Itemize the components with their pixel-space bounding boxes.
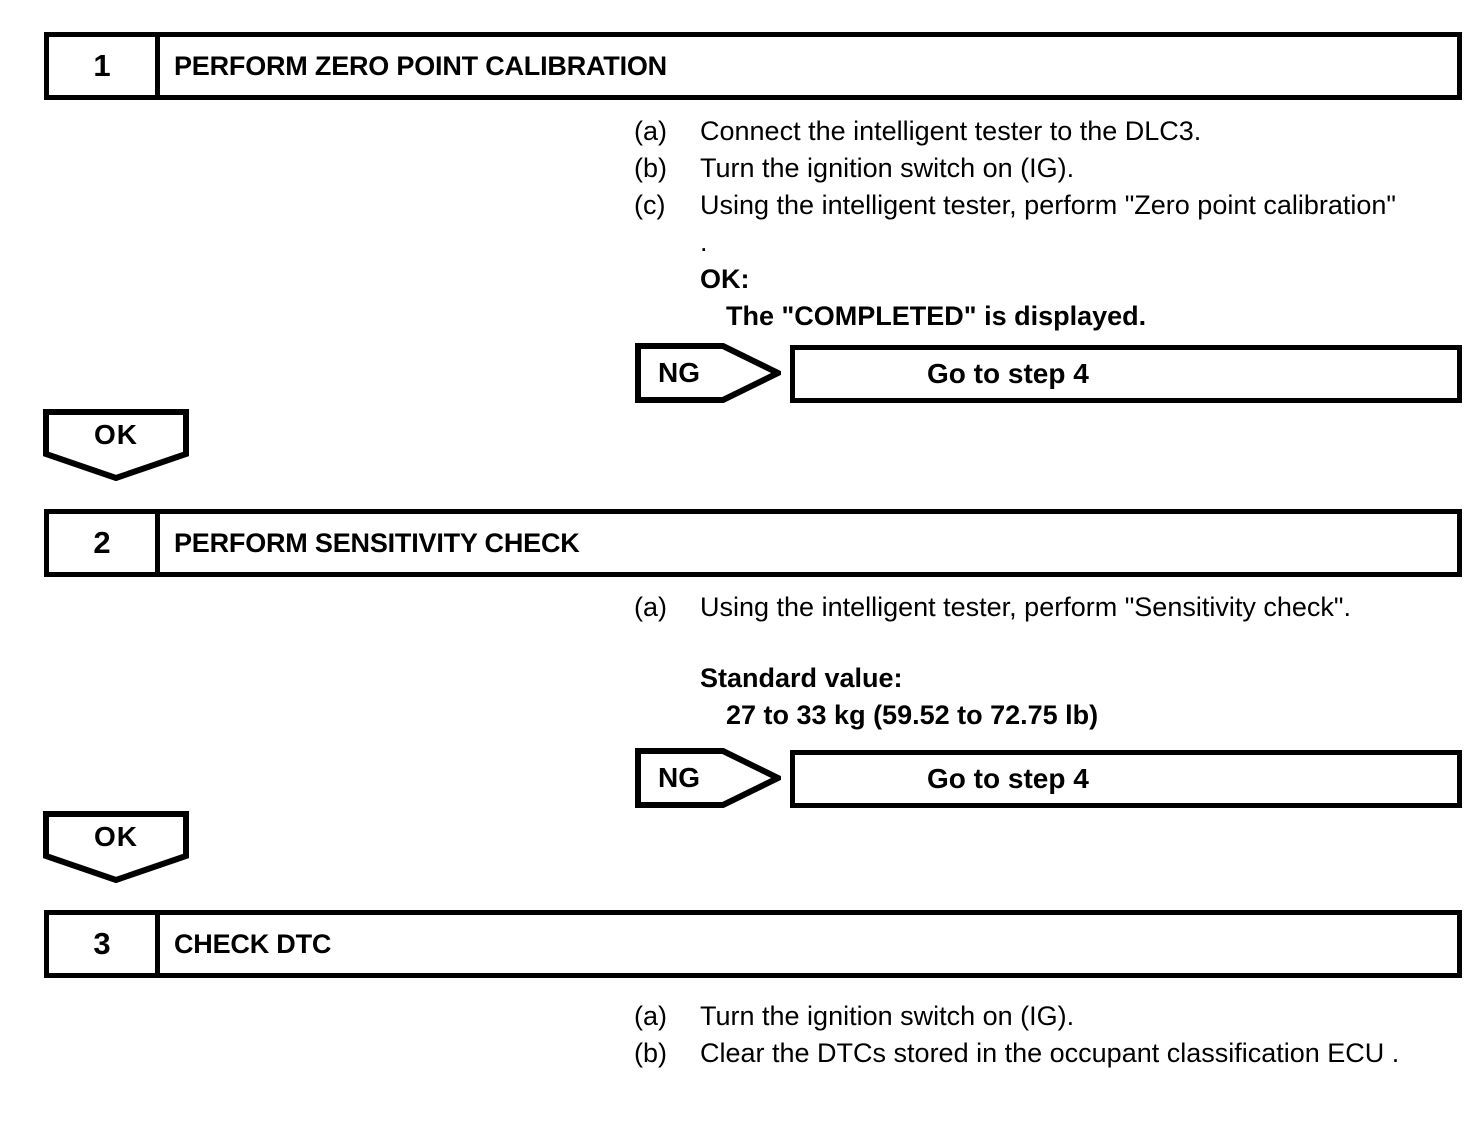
instruction-item: (a) Using the intelligent tester, perfor… (634, 589, 1420, 626)
instruction-item: (c) Using the intelligent tester, perfor… (634, 187, 1420, 261)
step-2-header: 2 PERFORM SENSITIVITY CHECK (44, 509, 1462, 577)
instruction-label: (c) (634, 190, 666, 220)
ok-label: OK (94, 821, 138, 852)
step-1-header: 1 PERFORM ZERO POINT CALIBRATION (44, 32, 1462, 100)
standard-value-heading: Standard value: (700, 663, 903, 693)
instruction-label: (b) (634, 153, 667, 183)
step-3-instructions: (a) Turn the ignition switch on (IG). (b… (634, 998, 1420, 1072)
instruction-label: (b) (634, 1038, 667, 1068)
instruction-label: (a) (634, 116, 667, 146)
ng-arrow-icon (635, 748, 781, 808)
ng-arrow-icon (635, 343, 781, 403)
instruction-text: Clear the DTCs stored in the occupant cl… (700, 1038, 1400, 1068)
instruction-label: (a) (634, 592, 667, 622)
step-2-instructions: (a) Using the intelligent tester, perfor… (634, 589, 1420, 734)
step-2-title: PERFORM SENSITIVITY CHECK (174, 527, 580, 558)
step-3-title: CHECK DTC (174, 928, 332, 959)
step-1-title: PERFORM ZERO POINT CALIBRATION (174, 50, 667, 81)
ok-criteria-heading: OK: (700, 264, 750, 294)
step-1-number: 1 (49, 37, 160, 95)
step-1-instructions: (a) Connect the intelligent tester to th… (634, 113, 1420, 335)
goto-step-4-box: Go to step 4 (790, 345, 1462, 403)
instruction-item: (b) Clear the DTCs stored in the occupan… (634, 1035, 1420, 1072)
ok-arrow-icon (43, 409, 189, 481)
instruction-item: (b) Turn the ignition switch on (IG). (634, 150, 1420, 187)
instruction-label: (a) (634, 1001, 667, 1031)
instruction-text: Using the intelligent tester, perform "Z… (700, 190, 1397, 257)
ok-arrow-icon (43, 811, 189, 883)
step-2-number: 2 (49, 514, 160, 572)
instruction-item: (a) Connect the intelligent tester to th… (634, 113, 1420, 150)
ok-label: OK (94, 419, 138, 450)
ng-label: NG (658, 762, 700, 793)
instruction-text: Turn the ignition switch on (IG). (700, 1001, 1075, 1031)
instruction-item: (a) Turn the ignition switch on (IG). (634, 998, 1420, 1035)
instruction-text: Using the intelligent tester, perform "S… (700, 592, 1351, 622)
standard-value-detail: 27 to 33 kg (59.52 to 72.75 lb) (726, 700, 1099, 730)
ok-criteria-detail: The "COMPLETED" is displayed. (726, 301, 1147, 331)
step-3-header: 3 CHECK DTC (44, 910, 1462, 978)
step-3-number: 3 (49, 915, 160, 973)
ng-label: NG (658, 357, 700, 388)
instruction-text: Connect the intelligent tester to the DL… (700, 116, 1202, 146)
instruction-text: Turn the ignition switch on (IG). (700, 153, 1075, 183)
goto-step-4-box: Go to step 4 (790, 750, 1462, 808)
